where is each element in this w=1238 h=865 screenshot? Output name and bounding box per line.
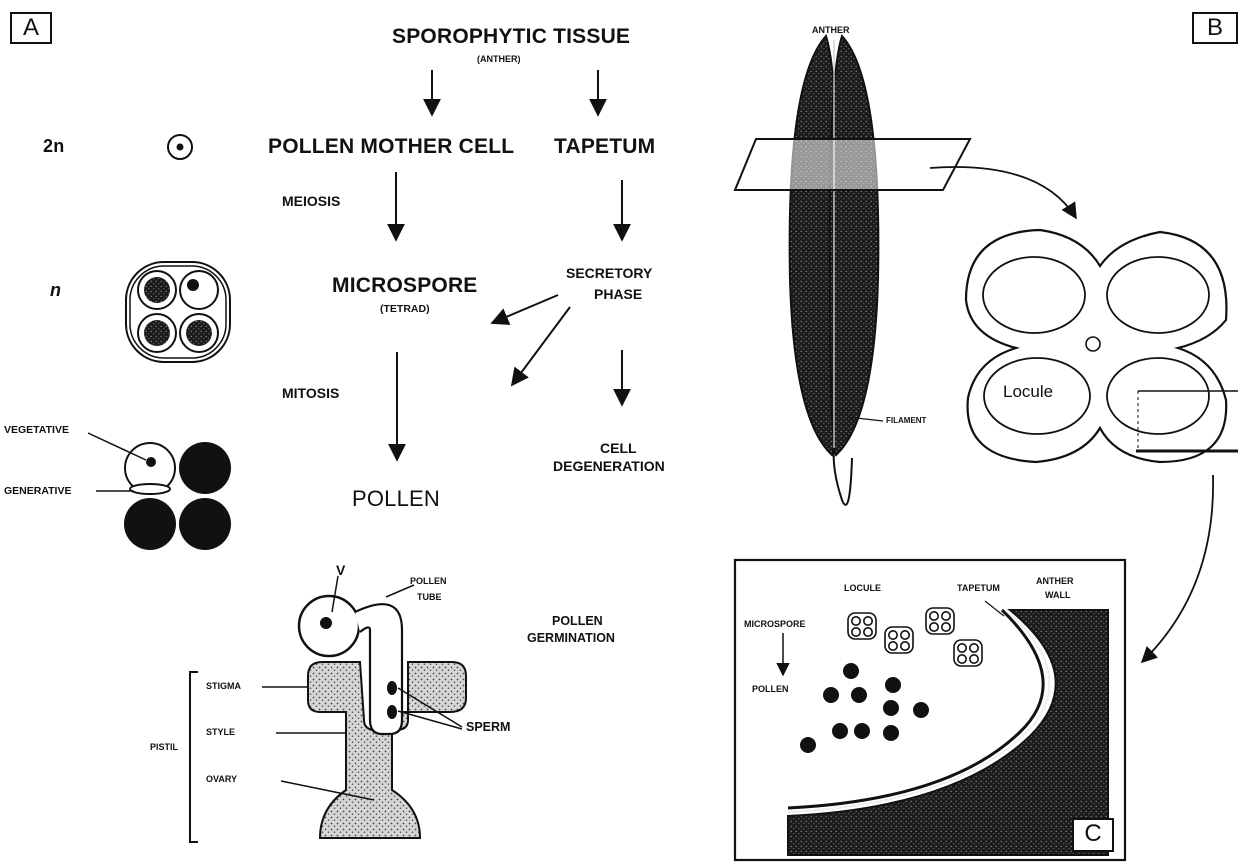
panel-label-c: C — [1072, 818, 1114, 852]
mature-pollen-icon — [88, 433, 231, 550]
panel-label-a: A — [10, 12, 52, 44]
pistil-label: PISTIL — [150, 742, 178, 752]
vegetative-label: VEGETATIVE — [4, 424, 69, 436]
ploidy-n-label: n — [50, 280, 61, 301]
tapetum-section-label: TAPETUM — [957, 583, 1000, 593]
sperm-label: SPERM — [466, 720, 510, 734]
ovary-label: OVARY — [206, 774, 237, 784]
microspore-section-label: MICROSPORE — [744, 619, 806, 629]
pollen-germination-label-2: GERMINATION — [527, 631, 615, 645]
tapetum-label: TAPETUM — [554, 135, 655, 159]
secretory-phase-label-1: SECRETORY — [566, 265, 652, 281]
tetrad-label: (TETRAD) — [380, 303, 430, 315]
cell-degeneration-label-1: CELL — [600, 440, 637, 456]
meiosis-label: MEIOSIS — [282, 193, 340, 209]
pollen-mother-cell-label: POLLEN MOTHER CELL — [268, 135, 514, 159]
pistil-drawing — [190, 576, 466, 842]
cell-degeneration-label-2: DEGENERATION — [553, 458, 665, 474]
filament-label: FILAMENT — [886, 416, 926, 425]
stigma-label: STIGMA — [206, 681, 241, 691]
ploidy-2n-label: 2n — [43, 136, 64, 157]
pollen-label: POLLEN — [352, 486, 440, 511]
generative-label: GENERATIVE — [4, 485, 71, 497]
secretory-phase-label-2: PHASE — [594, 286, 642, 302]
anther-wall-label-1: ANTHER — [1036, 576, 1074, 586]
pollen-germination-label-1: POLLEN — [552, 614, 603, 628]
anther-label: ANTHER — [812, 25, 850, 35]
sporophytic-tissue-label: SPOROPHYTIC TISSUE — [392, 25, 630, 49]
locule-label: LOCULE — [844, 583, 881, 593]
microspore-label: MICROSPORE — [332, 274, 478, 298]
pollen-tube-label-1: POLLEN — [410, 576, 447, 586]
pollen-tube-label-2: TUBE — [417, 592, 442, 602]
locule-cross-section-label: Locule — [1003, 382, 1053, 402]
anther-wall-label-2: WALL — [1045, 590, 1071, 600]
pollen-mother-cell-icon — [168, 135, 192, 159]
tetrad-icon — [126, 262, 230, 362]
mitosis-label: MITOSIS — [282, 385, 339, 401]
anther-paren-label: (ANTHER) — [477, 54, 521, 64]
locule-section-drawing — [735, 560, 1125, 860]
vegetative-nucleus-v-label: V — [336, 562, 345, 578]
pollen-section-label: POLLEN — [752, 684, 789, 694]
style-label: STYLE — [206, 727, 235, 737]
panel-label-b: B — [1192, 12, 1238, 44]
